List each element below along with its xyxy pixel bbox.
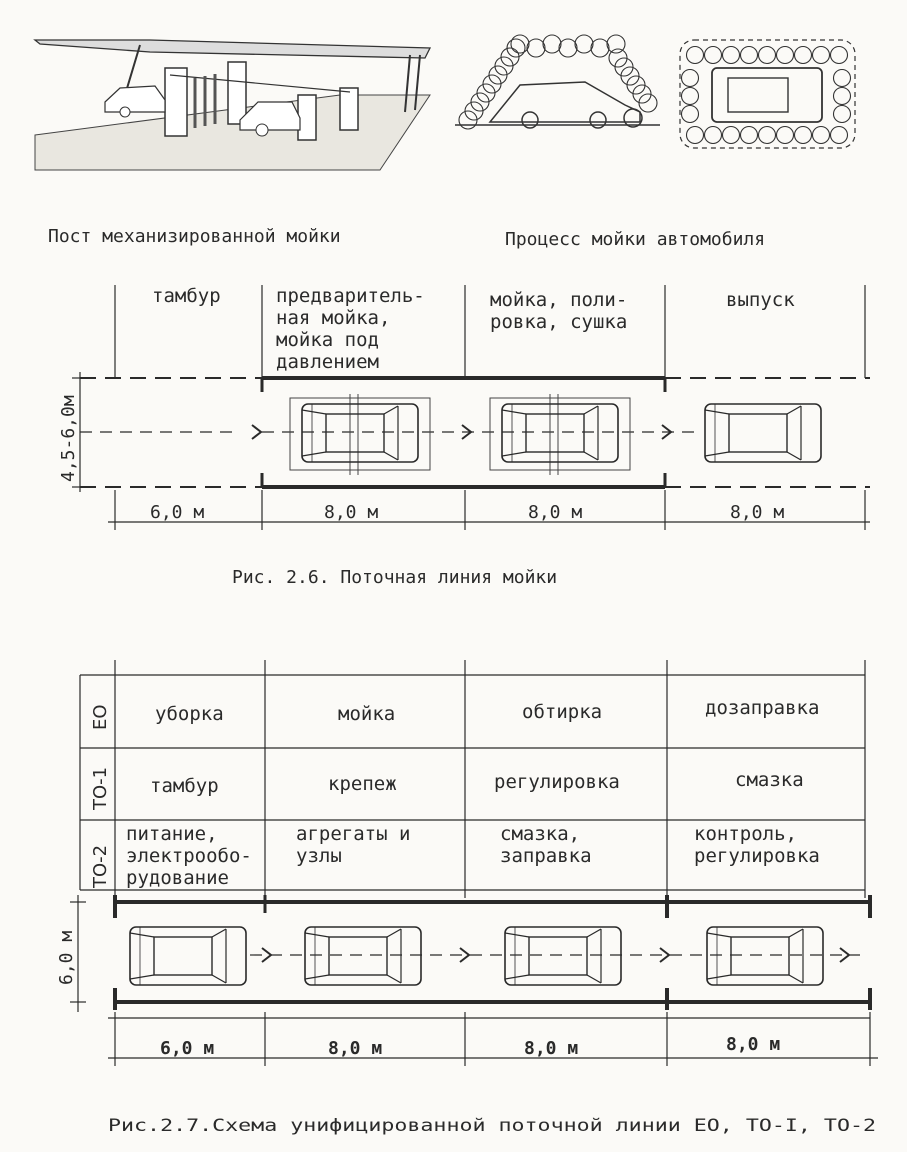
fig27-car-2 [304,926,422,986]
brush-circle [574,34,594,54]
fig27-to2-cell-2-line-2: узлы [296,845,342,867]
brush-circles-side [458,34,658,130]
fig27-to2-cell-3-line-2: заправка [500,845,592,867]
fig27-car-4 [706,926,824,986]
brush-circle [606,34,626,54]
brush-circle [832,86,852,106]
brush-circle [793,45,813,65]
fig27-arrow-1 [261,947,272,963]
fig26-zone-1-line-1: тамбур [152,285,221,307]
fig27-car-3 [504,926,622,986]
fig26-car-2 [501,403,619,463]
washing-process-side-view [455,81,660,129]
fig27-caption: Рис.2.7.Схема унифицированной поточной л… [108,1116,876,1136]
fig26-arrow-1 [251,424,262,440]
brush-circle [811,125,831,145]
fig26-dim-4: 8,0 м [730,502,784,523]
fig27-row-label-eo: ЕО [90,704,111,730]
brush-circle [590,38,610,58]
brush-circle [680,68,700,88]
fig27-eo-cell-2: мойка [338,703,395,725]
brush-circle [811,45,831,65]
brush-circles-top [680,45,852,145]
brush-circle [829,45,849,65]
brush-circle [638,93,658,113]
brush-circle [703,45,723,65]
fig27-to1-cell-2: крепеж [328,773,397,795]
fig27-width-label: 6,0 м [56,931,77,985]
fig26-grid [72,285,870,530]
brush-circle [739,125,759,145]
brush-circle [721,125,741,145]
fig26-zone-3-line-2: ровка, сушка [490,311,627,333]
car-wash-station-illustration [33,39,432,171]
fig27-to1-cell-3: регулировка [494,771,620,793]
fig27-dim-1: 6,0 м [160,1038,214,1059]
brush-circle [721,45,741,65]
fig27-eo-cell-1: уборка [155,703,224,725]
fig26-zone-3-line-1: мойка, поли- [490,289,627,311]
brush-circle [757,125,777,145]
fig26-zone-2-line-2: ная мойка, [276,307,390,329]
fig27-row-label-to1: ТО-1 [90,767,111,811]
fig27-eo-cell-3: обтирка [522,701,602,723]
fig26-zone-2-line-1: предваритель- [276,285,425,307]
fig26-wash-frames [289,394,631,475]
fig26-dim-2: 8,0 м [324,502,378,523]
fig27-eo-cell-4: дозаправка [705,697,819,719]
fig27-to2-cell-4-line-1: контроль, [694,823,797,845]
brush-circle [680,104,700,124]
brush-circle [685,45,705,65]
brush-circle [703,125,723,145]
fig26-car-3 [704,403,822,463]
fig26-zone-2-line-3: мойка под [276,329,379,351]
brush-circle [526,38,546,58]
washing-process-top-view [679,39,856,149]
fig26-zone-4-line-1: выпуск [726,289,795,311]
brush-circle [542,34,562,54]
brush-circle [832,104,852,124]
fig27-dim-3: 8,0 м [524,1038,578,1059]
fig27-to2-cell-1-line-2: электрообо- [126,845,252,867]
caption-wash-process: Процесс мойки автомобиля [505,229,765,250]
brush-circle [739,45,759,65]
fig27-to2-cell-3-line-1: смазка, [500,823,580,845]
fig26-width-label: 4,5-6,0м [58,395,79,482]
fig27-to2-cell-1-line-1: питание, [126,823,218,845]
fig27-table-grid [79,660,866,898]
fig26-caption: Рис. 2.6. Поточная линия мойки [232,567,557,588]
fig27-dim-4: 8,0 м [726,1034,780,1055]
brush-circle [832,68,852,88]
brush-circle [829,125,849,145]
caption-wash-station: Пост механизированной мойки [48,226,341,247]
fig27-line [70,895,878,1066]
fig26-car-1 [301,403,419,463]
brush-circle [680,86,700,106]
brush-circle [775,45,795,65]
fig27-to2-cell-4-line-2: регулировка [694,845,820,867]
fig27-car-1 [129,926,247,986]
brush-circle [775,125,795,145]
fig27-to1-cell-1: тамбур [150,775,219,797]
fig27-to2-cell-1-line-3: рудование [126,867,229,889]
brush-circle [506,38,526,58]
brush-circle [793,125,813,145]
fig27-to1-cell-4: смазка [735,769,804,791]
fig27-to2-cell-2-line-1: агрегаты и [296,823,410,845]
brush-circle [510,34,530,54]
fig27-row-label-to2: ТО-2 [90,845,111,889]
fig26-zone-2-line-4: давлением [276,351,379,373]
brush-circle [685,125,705,145]
fig27-dim-2: 8,0 м [328,1038,382,1059]
fig26-dim-1: 6,0 м [150,502,204,523]
brush-circle [757,45,777,65]
fig26-dim-3: 8,0 м [528,502,582,523]
brush-circle [558,38,578,58]
